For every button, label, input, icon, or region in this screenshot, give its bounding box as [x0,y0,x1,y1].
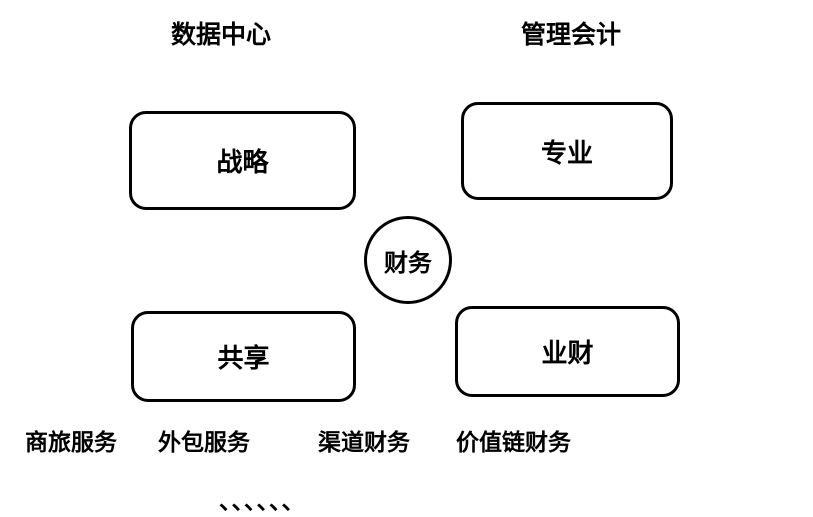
column-header-data-center: 数据中心 [171,20,272,49]
bottom-label-value-chain-finance: 价值链财务 [456,430,571,456]
bottom-label-channel-finance: 渠道财务 [318,430,410,456]
professional-box: 专业 [461,102,673,200]
finance-circle-label: 财务 [384,248,432,277]
strategy-box-label: 战略 [216,148,269,178]
shared-box: 共享 [131,311,356,402]
business-finance-box: 业财 [455,306,680,397]
strategy-box: 战略 [129,111,356,210]
shared-box-label: 共享 [217,344,270,374]
professional-box-label: 专业 [540,138,593,169]
bottom-label-outsourcing-service: 外包服务 [158,430,250,456]
business-finance-box-label: 业财 [541,339,594,369]
bottom-label-travel-service: 商旅服务 [25,430,117,456]
finance-circle: 财务 [364,216,452,304]
column-header-management-accounting: 管理会计 [521,20,622,49]
ellipsis-marks: 、、、、、、 [219,489,306,515]
